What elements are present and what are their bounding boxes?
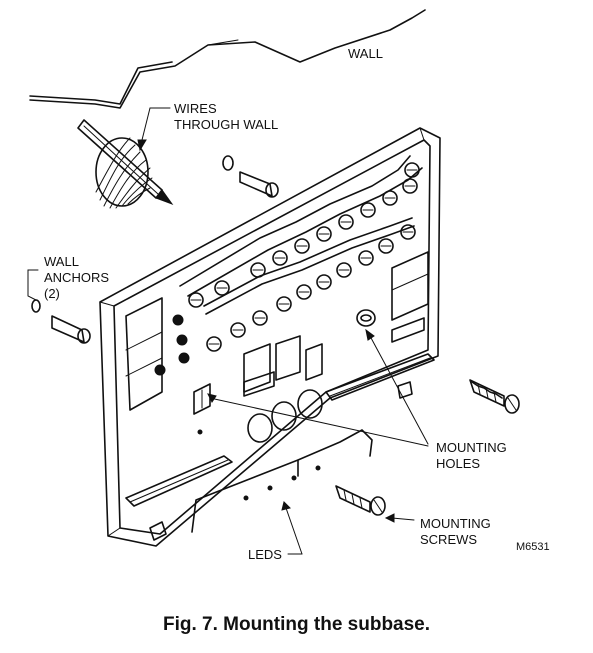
wires-bundle [77,119,174,209]
leader-lines [27,107,429,555]
label-anchors-1: WALL [44,254,79,269]
wall-anchor-top [222,155,279,198]
subbase-plate [99,127,441,547]
mounting-screw-right [469,379,520,414]
label-wires-2: THROUGH WALL [174,117,278,132]
terminal-row-lower [206,224,416,352]
wall-outline [29,9,426,109]
label-leds: LEDS [248,547,282,562]
label-screws-2: SCREWS [420,532,477,547]
wall-anchor-left [31,299,91,344]
label-holes-2: HOLES [436,456,480,471]
label-screws-1: MOUNTING [420,516,491,531]
mounting-screw-bottom [335,485,386,516]
figure-code: M6531 [516,541,550,553]
label-holes-1: MOUNTING [436,440,507,455]
label-anchors-2: ANCHORS [44,270,109,285]
terminal-row-upper [188,162,420,308]
label-anchors-3: (2) [44,286,60,301]
figure-caption: Fig. 7. Mounting the subbase. [162,614,431,635]
label-wall: WALL [348,46,383,61]
label-wires-1: WIRES [174,101,217,116]
